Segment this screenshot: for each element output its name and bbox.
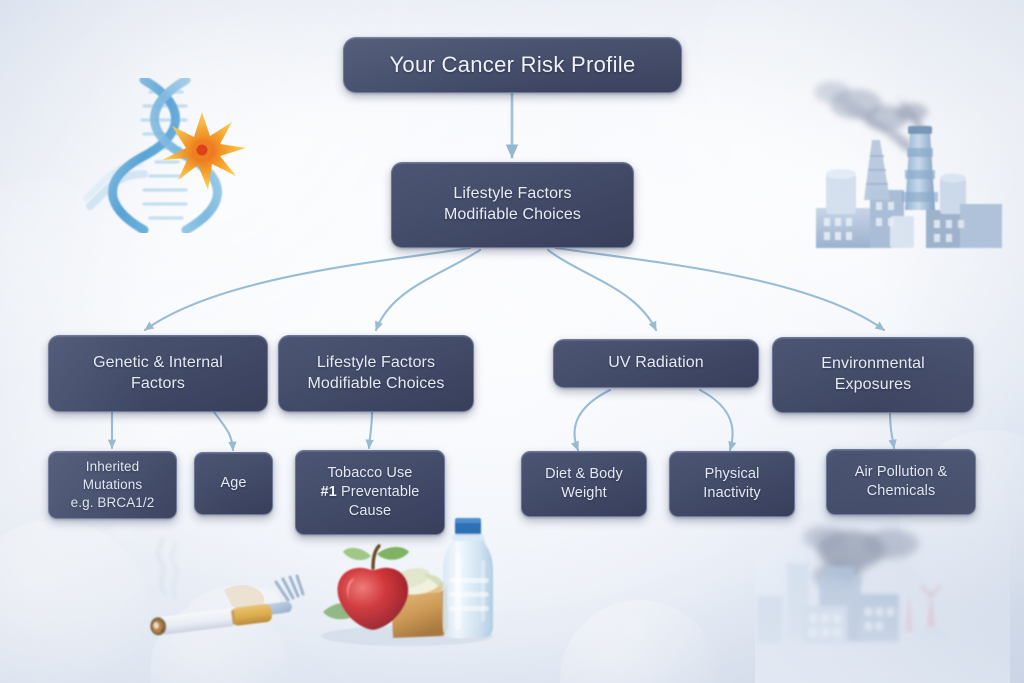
node-lifestyle-line1: Lifestyle Factors <box>316 353 436 371</box>
node-inherited-mutations[interactable]: Inherited Mutations e.g. BRCA1/2 <box>48 451 177 519</box>
bokeh-decoration <box>560 600 720 683</box>
node-inactivity-line1: Physical <box>704 466 760 483</box>
node-root[interactable]: Your Cancer Risk Profile <box>343 37 682 93</box>
node-genetic-line1: Genetic & Internal <box>93 353 223 371</box>
cigarette-illustration <box>150 536 305 636</box>
node-tobacco-line2: #1 Preventable <box>321 483 420 502</box>
bokeh-decoration <box>700 0 920 170</box>
node-inactivity-line2: Inactivity <box>703 485 761 501</box>
industrial-plant-smoke-illustration <box>755 520 1010 683</box>
node-age-label: Age <box>220 475 247 492</box>
node-tobacco-rank: #1 <box>320 484 337 501</box>
node-pollution-line1: Air Pollution & <box>854 464 948 481</box>
node-age[interactable]: Age <box>194 452 273 515</box>
node-lifestyle-factors[interactable]: Lifestyle Factors Modifiable Choices <box>278 335 474 412</box>
connector-env-to-pollution <box>888 410 897 450</box>
node-tobacco-line2-rest: Preventable <box>336 484 420 501</box>
connector-l1-to-environmental <box>554 246 886 332</box>
connector-genetic-to-age <box>212 410 237 452</box>
node-environmental-line2: Exposures <box>834 376 912 393</box>
node-diet-body-weight[interactable]: Diet & Body Weight <box>521 451 647 517</box>
bokeh-decoration <box>150 600 290 683</box>
dna-mutation-illustration <box>83 78 246 233</box>
connector-uv-to-diet <box>570 388 612 452</box>
node-tobacco-use[interactable]: Tobacco Use #1 Preventable Cause <box>295 450 445 535</box>
connector-uv-to-inactivity <box>698 388 737 452</box>
node-genetic-internal-factors[interactable]: Genetic & Internal Factors <box>48 335 268 412</box>
connector-lifestyle-to-tobacco <box>365 410 374 450</box>
node-tobacco-line3: Cause <box>348 502 392 519</box>
node-diet-line1: Diet & Body <box>545 466 623 483</box>
node-physical-inactivity[interactable]: Physical Inactivity <box>669 451 795 517</box>
node-environmental-line1: Environmental <box>821 355 925 373</box>
connector-l1-to-genetic <box>143 246 472 332</box>
node-lifestyle-primary-line2: Modifiable Choices <box>444 206 581 223</box>
node-environmental-exposures[interactable]: Environmental Exposures <box>772 337 974 413</box>
node-lifestyle-line2: Modifiable Choices <box>307 374 445 392</box>
node-inherited-line1: Inherited <box>85 459 140 475</box>
mutation-burst-icon <box>162 112 246 190</box>
node-diet-line2: Weight <box>561 485 607 501</box>
connector-l1-to-lifestyle <box>374 248 482 332</box>
node-lifestyle-primary-line1: Lifestyle Factors <box>453 185 572 203</box>
factory-smokestacks-illustration <box>814 81 1002 248</box>
node-uv-line1: UV Radiation <box>608 354 704 372</box>
node-inherited-line3: e.g. BRCA1/2 <box>70 494 155 510</box>
node-pollution-line2: Chemicals <box>866 483 936 499</box>
node-genetic-line2: Factors <box>130 374 186 392</box>
bokeh-decoration <box>0 520 150 683</box>
node-root-label: Your Cancer Risk Profile <box>389 51 636 77</box>
node-uv-radiation[interactable]: UV Radiation <box>553 339 759 388</box>
node-inherited-line2: Mutations <box>82 477 143 493</box>
connector-l1-to-uv <box>546 248 658 332</box>
node-air-pollution-chemicals[interactable]: Air Pollution & Chemicals <box>826 449 976 515</box>
node-lifestyle-primary[interactable]: Lifestyle Factors Modifiable Choices <box>391 162 634 248</box>
node-tobacco-line1: Tobacco Use <box>327 465 413 482</box>
